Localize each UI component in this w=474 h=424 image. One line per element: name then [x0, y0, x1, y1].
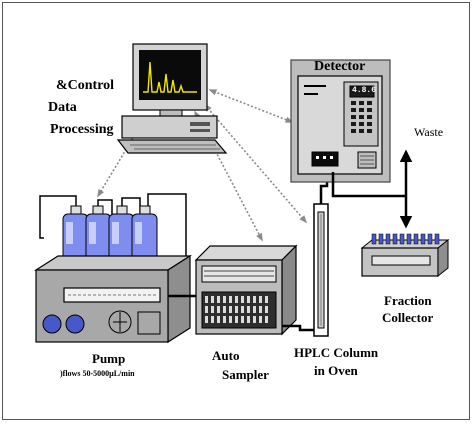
detector-display: [349, 85, 375, 98]
fraction-collector-icon: [360, 233, 450, 278]
pump-icon: [33, 254, 193, 344]
solvent-bottles: [39, 193, 187, 267]
label-data: Data: [48, 100, 77, 115]
diagram-frame: [2, 2, 470, 420]
sampler-to-column-tube: [282, 324, 316, 332]
link-detector: [208, 89, 294, 123]
label-sampler: Sampler: [222, 367, 269, 382]
label-detector: Detector: [314, 59, 366, 74]
label-auto: Auto: [212, 348, 240, 363]
label-fraction: Fraction: [384, 293, 432, 308]
label-collector: Collector: [382, 310, 434, 325]
keyboard: [116, 139, 228, 154]
link-pump: [97, 116, 146, 198]
solvent-bottle-icon: [131, 205, 158, 267]
detector-outflow: [331, 149, 413, 229]
label-pump-flow: )flows 50-5000µL/min: [60, 369, 135, 378]
label-control: &Control: [56, 78, 115, 93]
autosampler-icon: [194, 244, 298, 336]
pump-knob-right: [65, 314, 85, 334]
label-processing: Processing: [50, 122, 114, 137]
label-in-oven: in Oven: [314, 363, 358, 378]
column-icon: [313, 203, 329, 337]
label-waste: Waste: [414, 125, 444, 139]
label-pump: Pump: [92, 351, 126, 366]
computer-case: [121, 115, 218, 139]
sample-tray: [201, 291, 277, 329]
detector-readout: 4.8.6: [352, 86, 377, 95]
pump-display: [63, 287, 161, 303]
detector-icon: [290, 59, 391, 183]
label-hplc-column: HPLC Column: [294, 345, 379, 360]
pump-knob-left: [42, 314, 62, 334]
computer-icon: [116, 43, 228, 154]
chromatogram-icon: [143, 61, 197, 93]
